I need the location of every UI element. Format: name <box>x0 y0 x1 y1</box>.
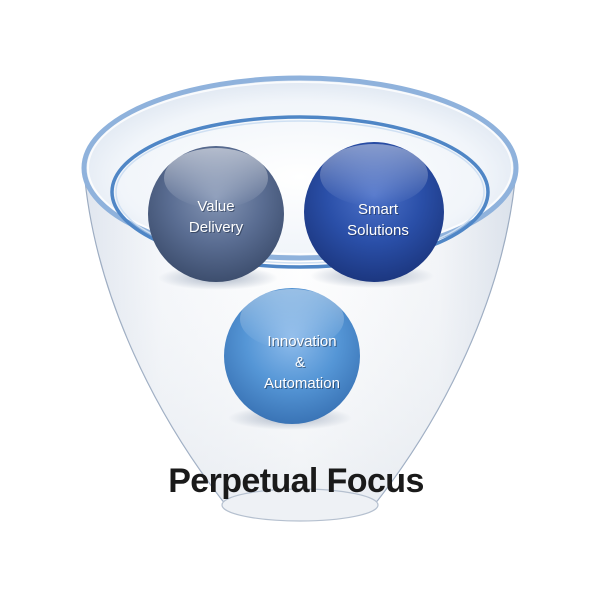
funnel-top-rim <box>81 75 519 261</box>
sphere-smart-solutions: Smart Smart Solutions Solutions <box>304 142 444 282</box>
sphere-value-delivery: Value Value Delivery Delivery <box>148 146 284 282</box>
innovation-label-line1: Innovation <box>267 333 336 350</box>
svg-text:&: & <box>296 355 306 372</box>
sphere-innovation-automation: Innovation Innovation & & Automation Aut… <box>224 288 360 424</box>
diagram-title: Perpetual Focus <box>168 462 424 500</box>
smart-solutions-label-line1: Smart <box>358 201 399 218</box>
value-delivery-label-line1: Value <box>197 198 234 215</box>
svg-text:Innovation: Innovation <box>268 334 337 351</box>
smart-solutions-label-line2: Solutions <box>347 222 409 239</box>
funnel-inner-rim <box>110 115 490 269</box>
svg-text:Automation: Automation <box>265 376 341 393</box>
innovation-label-line3: Automation <box>264 375 340 392</box>
value-delivery-label-line2: Delivery <box>189 219 244 236</box>
svg-text:Smart: Smart <box>359 202 400 219</box>
svg-text:Solutions: Solutions <box>348 223 410 240</box>
funnel-bottom-rim <box>221 488 379 522</box>
innovation-label-line2: & <box>295 354 305 371</box>
svg-text:Value: Value <box>198 199 235 216</box>
svg-text:Delivery: Delivery <box>190 220 245 237</box>
